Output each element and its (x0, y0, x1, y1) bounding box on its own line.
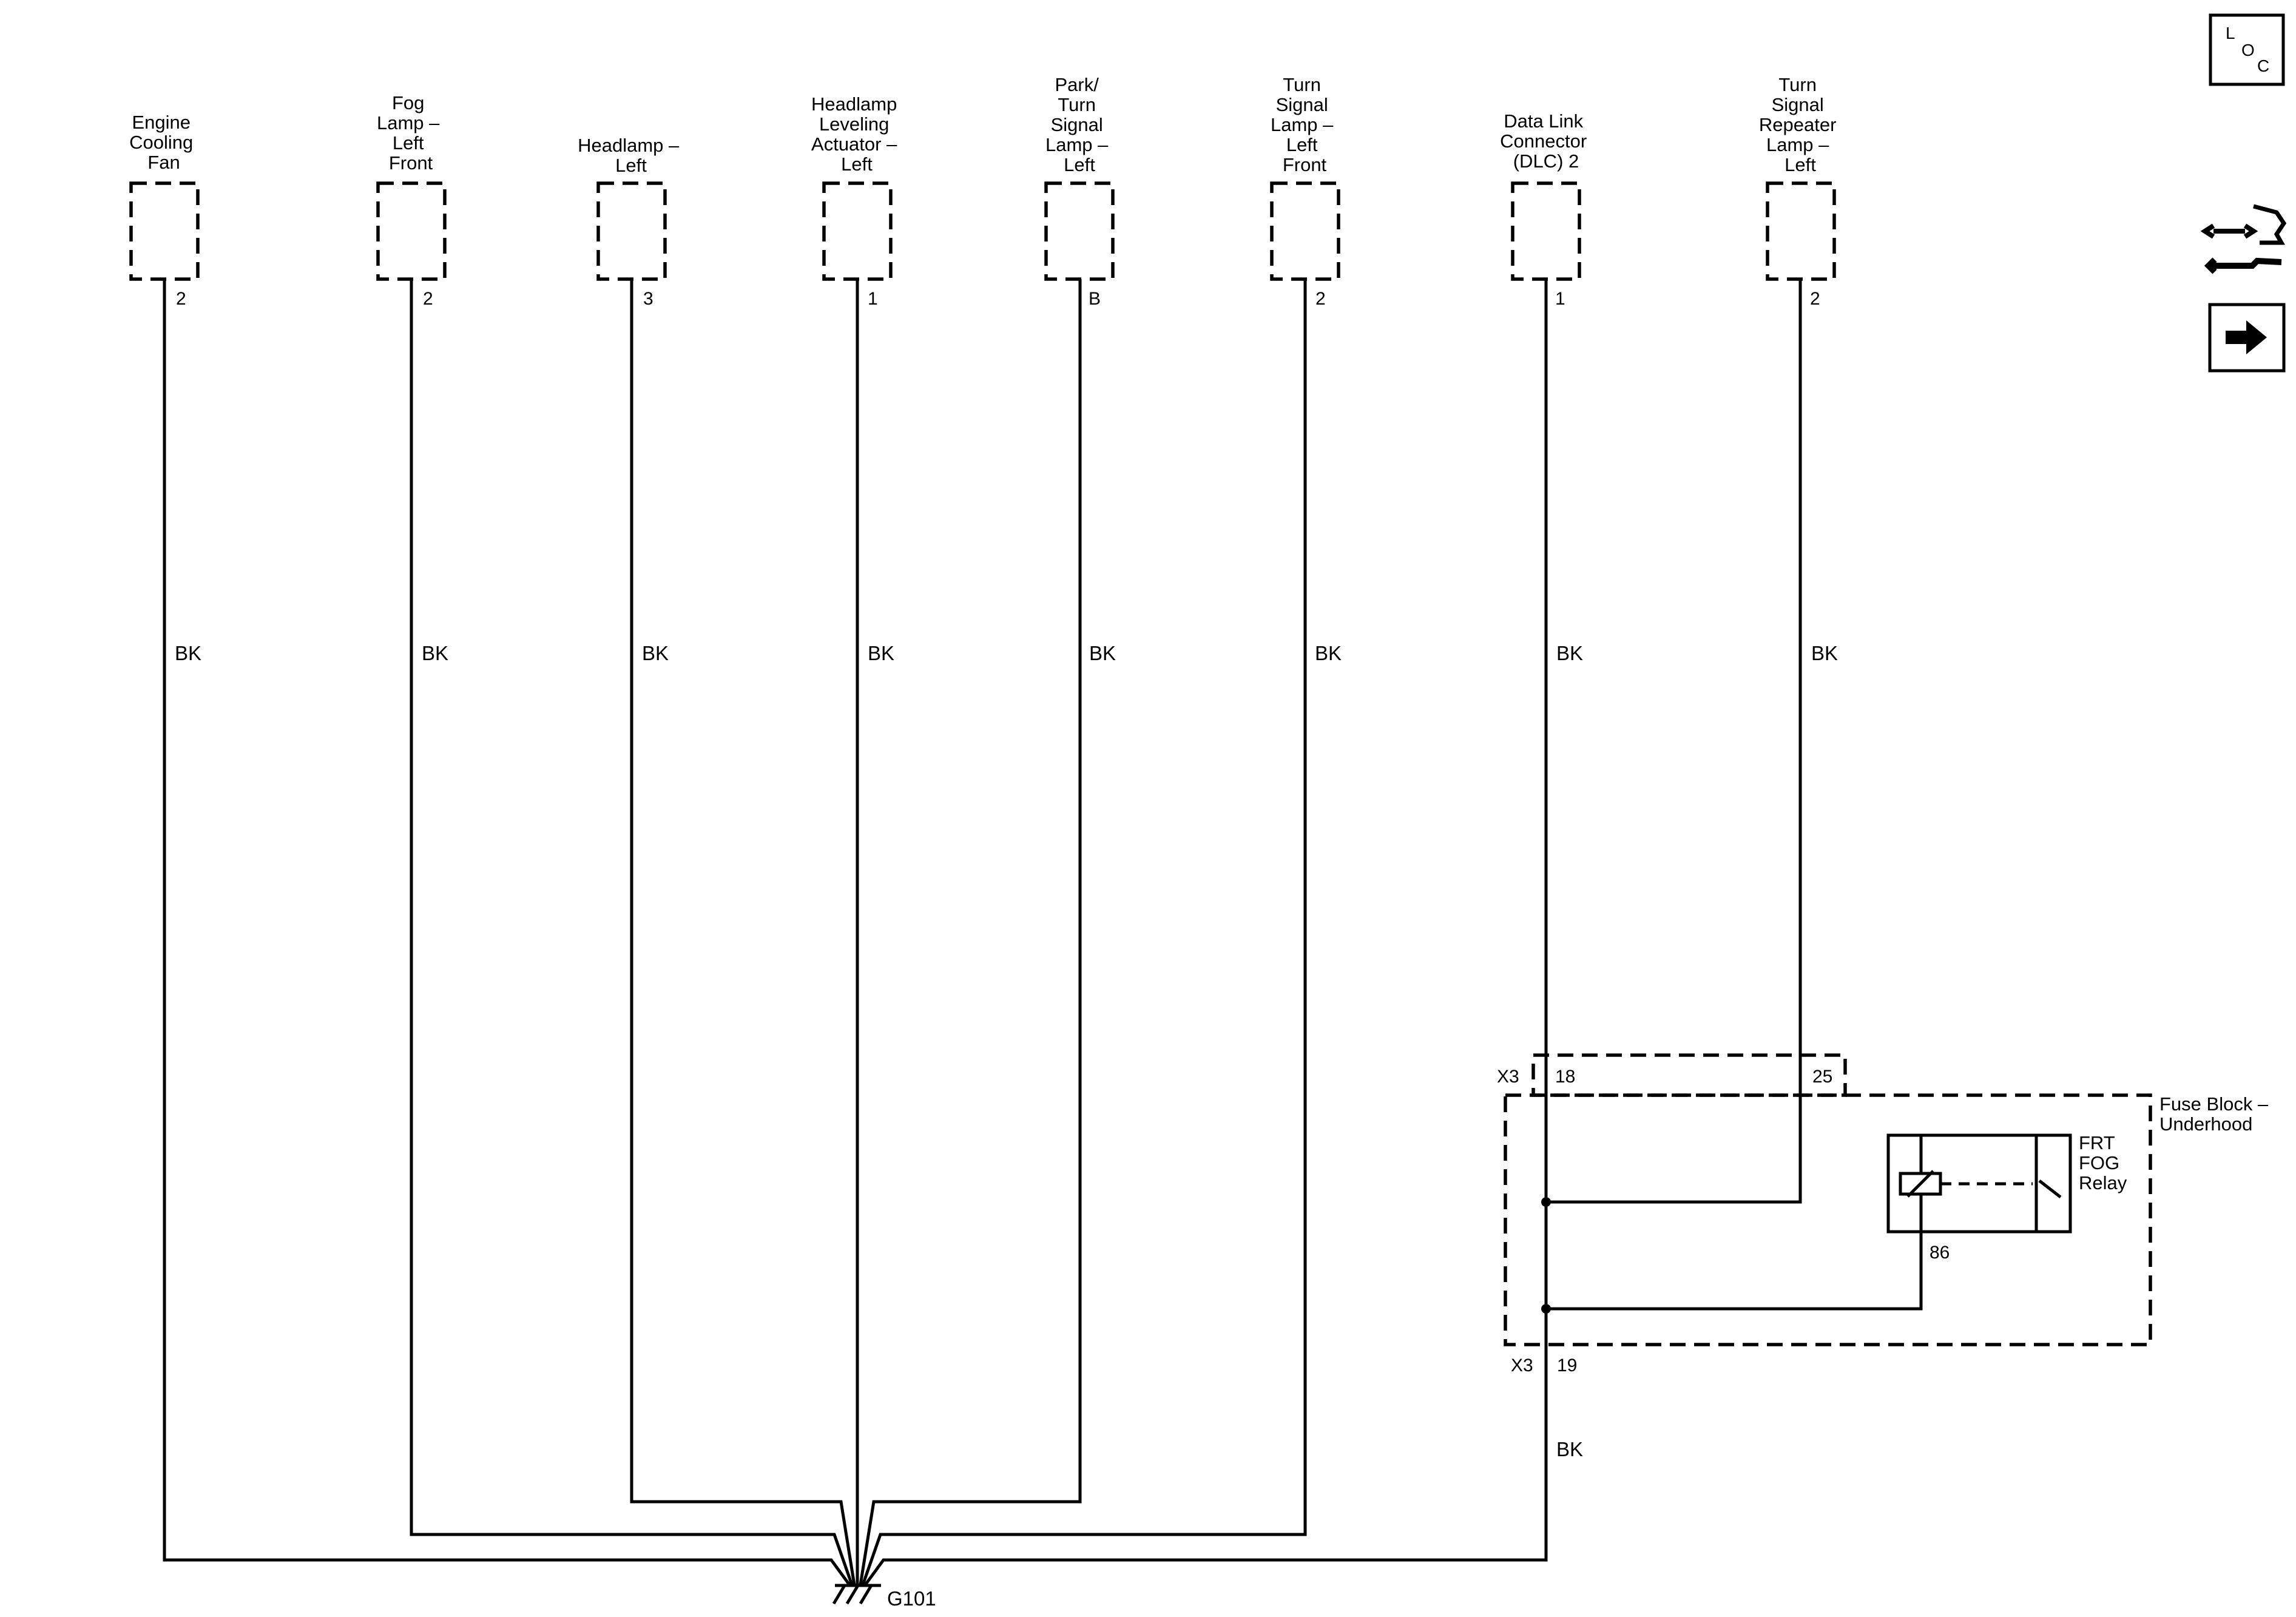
ground-label: G101 (887, 1587, 936, 1610)
component-label: Turn Signal Repeater Lamp – Left (1759, 74, 1842, 175)
service-info-icon[interactable] (2200, 204, 2287, 274)
relay-coil-slash (1906, 1170, 1934, 1198)
pin-label: 2 (176, 289, 186, 309)
component-label: Fog Lamp – Left Front (377, 92, 445, 174)
component-label: Park/ Turn Signal Lamp – Left (1045, 74, 1113, 175)
loc-icon[interactable]: L O C (2209, 13, 2285, 86)
ground-hatch (832, 1584, 846, 1605)
fuse-block-outline (1504, 1093, 2152, 1346)
wire-color-label: BK (175, 642, 201, 664)
arrow-right-icon (2226, 320, 2267, 354)
splice-dot (1541, 1197, 1551, 1207)
wire-color-label: BK (1315, 642, 1342, 664)
loc-icon-frame (2209, 13, 2285, 86)
wire-color-label: BK (868, 642, 894, 664)
connector-outline (129, 181, 200, 281)
wire-color-label: BK (642, 642, 669, 664)
connector-outline (1044, 181, 1115, 281)
pin-25-label: 25 (1812, 1067, 1832, 1087)
wire-headlamp-left (630, 279, 856, 1585)
component-data-link-connector-2: Data Link Connector (DLC) 2 1 BK (1500, 110, 1592, 664)
next-arrow-frame (2208, 303, 2286, 373)
wire-color-label: BK (1811, 642, 1838, 664)
wire-color-label: BK (1556, 642, 1583, 664)
pin-label: 1 (868, 289, 878, 309)
pin-label: 2 (1810, 289, 1820, 309)
ground-wires (163, 279, 1802, 1586)
relay-coil-wire (1546, 1232, 1923, 1311)
component-label: Headlamp Leveling Actuator – Left (811, 93, 902, 175)
wire-park-turn-signal-lamp (859, 279, 1082, 1585)
wire-turn-signal-lamp-left-front (861, 279, 1307, 1585)
pin-19-label: 19 (1557, 1355, 1577, 1376)
relay-pin-86-label: 86 (1930, 1243, 1950, 1263)
connector-outline (1766, 181, 1836, 281)
next-arrow-icon[interactable] (2208, 303, 2286, 373)
splice-dot (1541, 1304, 1551, 1314)
component-headlamp-leveling-actuator-left: Headlamp Leveling Actuator – Left 1 BK (811, 93, 902, 664)
relay-body (1886, 1133, 2072, 1234)
connector-x3-bottom-label: X3 (1511, 1355, 1533, 1376)
connector-outline (822, 181, 893, 281)
frt-fog-relay: FRT FOG Relay 86 (1886, 1132, 2127, 1263)
loc-letter: O (2241, 41, 2255, 59)
component-label: Headlamp – Left (578, 135, 684, 176)
wire-color-label: BK (422, 642, 448, 664)
relay-switch-blade (2038, 1180, 2062, 1198)
connector-outline (596, 181, 667, 281)
wire-fog-lamp-left-front (410, 279, 854, 1585)
connector-outline (1270, 181, 1340, 281)
connector-x3-label: X3 (1497, 1067, 1519, 1087)
ground-hatch (859, 1584, 873, 1605)
loc-letter: C (2257, 56, 2269, 75)
component-label: Engine Cooling Fan (129, 112, 198, 173)
fuse-block-underhood: Fuse Block – Underhood X3 18 25 X3 19 BK… (1497, 1053, 2274, 1460)
relay-label: FRT FOG Relay (2079, 1132, 2127, 1193)
component-turn-signal-repeater-lamp-left: Turn Signal Repeater Lamp – Left 2 BK (1759, 74, 1842, 664)
fuse-block-connector-x3 (1531, 1053, 1847, 1097)
out-wire-color-label: BK (1556, 1438, 1583, 1460)
pin-label: B (1089, 289, 1101, 309)
loc-letter: L (2226, 24, 2235, 42)
wire-engine-cooling-fan (163, 279, 851, 1586)
wire-color-label: BK (1089, 642, 1116, 664)
wire-turn-signal-repeater (1546, 279, 1802, 1204)
component-fog-lamp-left-front: Fog Lamp – Left Front 2 BK (376, 92, 448, 664)
component-park-turn-signal-lamp-left: Park/ Turn Signal Lamp – Left B BK (1044, 74, 1116, 664)
pin-label: 3 (643, 289, 653, 309)
ground-symbol: G101 (832, 1584, 936, 1610)
fuse-block-label: Fuse Block – Underhood (2159, 1093, 2274, 1135)
connector-outline (376, 181, 447, 281)
pin-label: 2 (1315, 289, 1326, 309)
pin-18-label: 18 (1555, 1067, 1575, 1087)
component-label: Data Link Connector (DLC) 2 (1500, 110, 1592, 172)
component-label: Turn Signal Lamp – Left Front (1271, 74, 1339, 175)
pin-label: 1 (1555, 289, 1565, 309)
connector-outline (1511, 181, 1581, 281)
wire-data-link-connector (863, 279, 1548, 1586)
pin-label: 2 (423, 289, 433, 309)
ground-hatch (845, 1584, 860, 1605)
